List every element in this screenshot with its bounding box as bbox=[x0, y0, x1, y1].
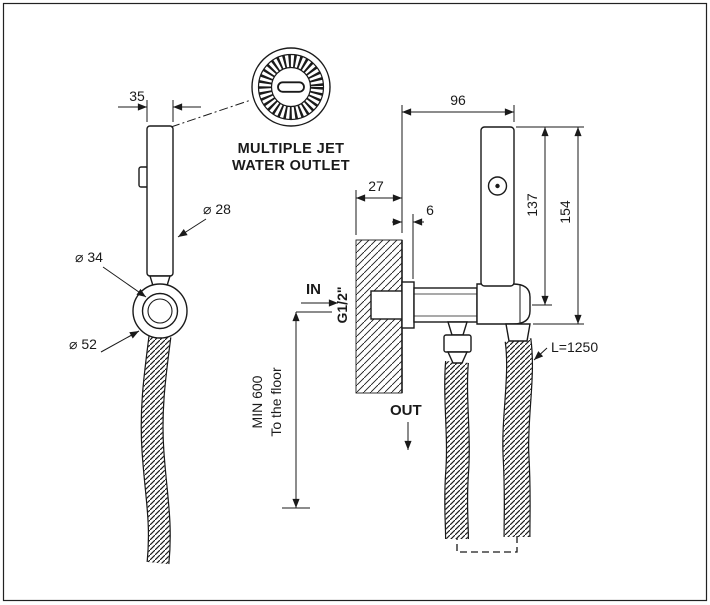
dim-holder-outer-diameter: ⌀ 52 bbox=[69, 330, 140, 353]
dim-96-label: 96 bbox=[450, 92, 466, 108]
dim-35-label: 35 bbox=[129, 88, 145, 104]
thread-label: G1/2" bbox=[334, 287, 350, 324]
valve-body bbox=[413, 287, 478, 323]
wall-flange bbox=[401, 281, 415, 329]
dim-height-to-axis: 137 bbox=[516, 126, 584, 306]
dim-min-height: MIN 600 To the floor bbox=[249, 311, 332, 509]
dim-min600-label: MIN 600 bbox=[249, 375, 265, 428]
hose-holder-run bbox=[502, 338, 533, 538]
dim-d52-label: ⌀ 52 bbox=[69, 336, 97, 352]
outlet-annotation: OUT bbox=[390, 402, 422, 450]
hose-side-view bbox=[140, 334, 172, 565]
right-view: 96 27 6 137 154 bbox=[249, 92, 598, 553]
hose-outlet-run bbox=[444, 361, 470, 540]
inlet-annotation: IN G1/2" bbox=[301, 281, 350, 324]
detail-callout: MULTIPLE JET WATER OUTLET bbox=[170, 47, 350, 174]
dim-floor-note: To the floor bbox=[268, 367, 284, 437]
holder-hose-connector bbox=[505, 323, 531, 342]
handle-button-dot bbox=[495, 183, 500, 189]
left-view: 35 ⌀ 28 ⌀ 34 ⌀ 52 bbox=[69, 88, 231, 565]
holder-bracket bbox=[476, 283, 531, 325]
in-label: IN bbox=[306, 281, 321, 298]
dim-d28-label: ⌀ 28 bbox=[203, 201, 231, 217]
detail-leader-line bbox=[170, 99, 252, 128]
hose-length-annotation: L=1250 bbox=[533, 339, 598, 361]
dim-d34-label: ⌀ 34 bbox=[75, 249, 103, 265]
handshower-handle-front bbox=[480, 126, 515, 287]
dim-137-label: 137 bbox=[524, 193, 540, 217]
dim-height-total: 154 bbox=[533, 127, 584, 325]
handshower-handle-side bbox=[146, 125, 174, 277]
jet-nozzles-ring bbox=[258, 54, 324, 120]
holder-hub bbox=[147, 298, 173, 324]
dim-handle-diameter: ⌀ 28 bbox=[177, 201, 231, 238]
hose-continuation-dashed bbox=[456, 536, 518, 553]
callout-line1: MULTIPLE JET bbox=[238, 141, 345, 157]
dim-depth: 96 bbox=[401, 92, 515, 233]
dim-wall-thickness: 27 bbox=[355, 178, 402, 235]
callout-line2: WATER OUTLET bbox=[232, 158, 350, 174]
dim-6-label: 6 bbox=[426, 202, 434, 218]
dim-holder-inner-diameter: ⌀ 34 bbox=[75, 249, 147, 298]
dim-handle-width: 35 bbox=[118, 88, 201, 122]
dim-154-label: 154 bbox=[557, 200, 573, 224]
outlet-connector bbox=[443, 321, 472, 364]
hose-length-label: L=1250 bbox=[551, 339, 598, 355]
out-label: OUT bbox=[390, 402, 422, 419]
dim-flange-depth: 6 bbox=[392, 202, 434, 279]
dim-27-label: 27 bbox=[368, 178, 384, 194]
center-slot bbox=[277, 81, 305, 93]
inlet-pipe bbox=[370, 290, 403, 320]
